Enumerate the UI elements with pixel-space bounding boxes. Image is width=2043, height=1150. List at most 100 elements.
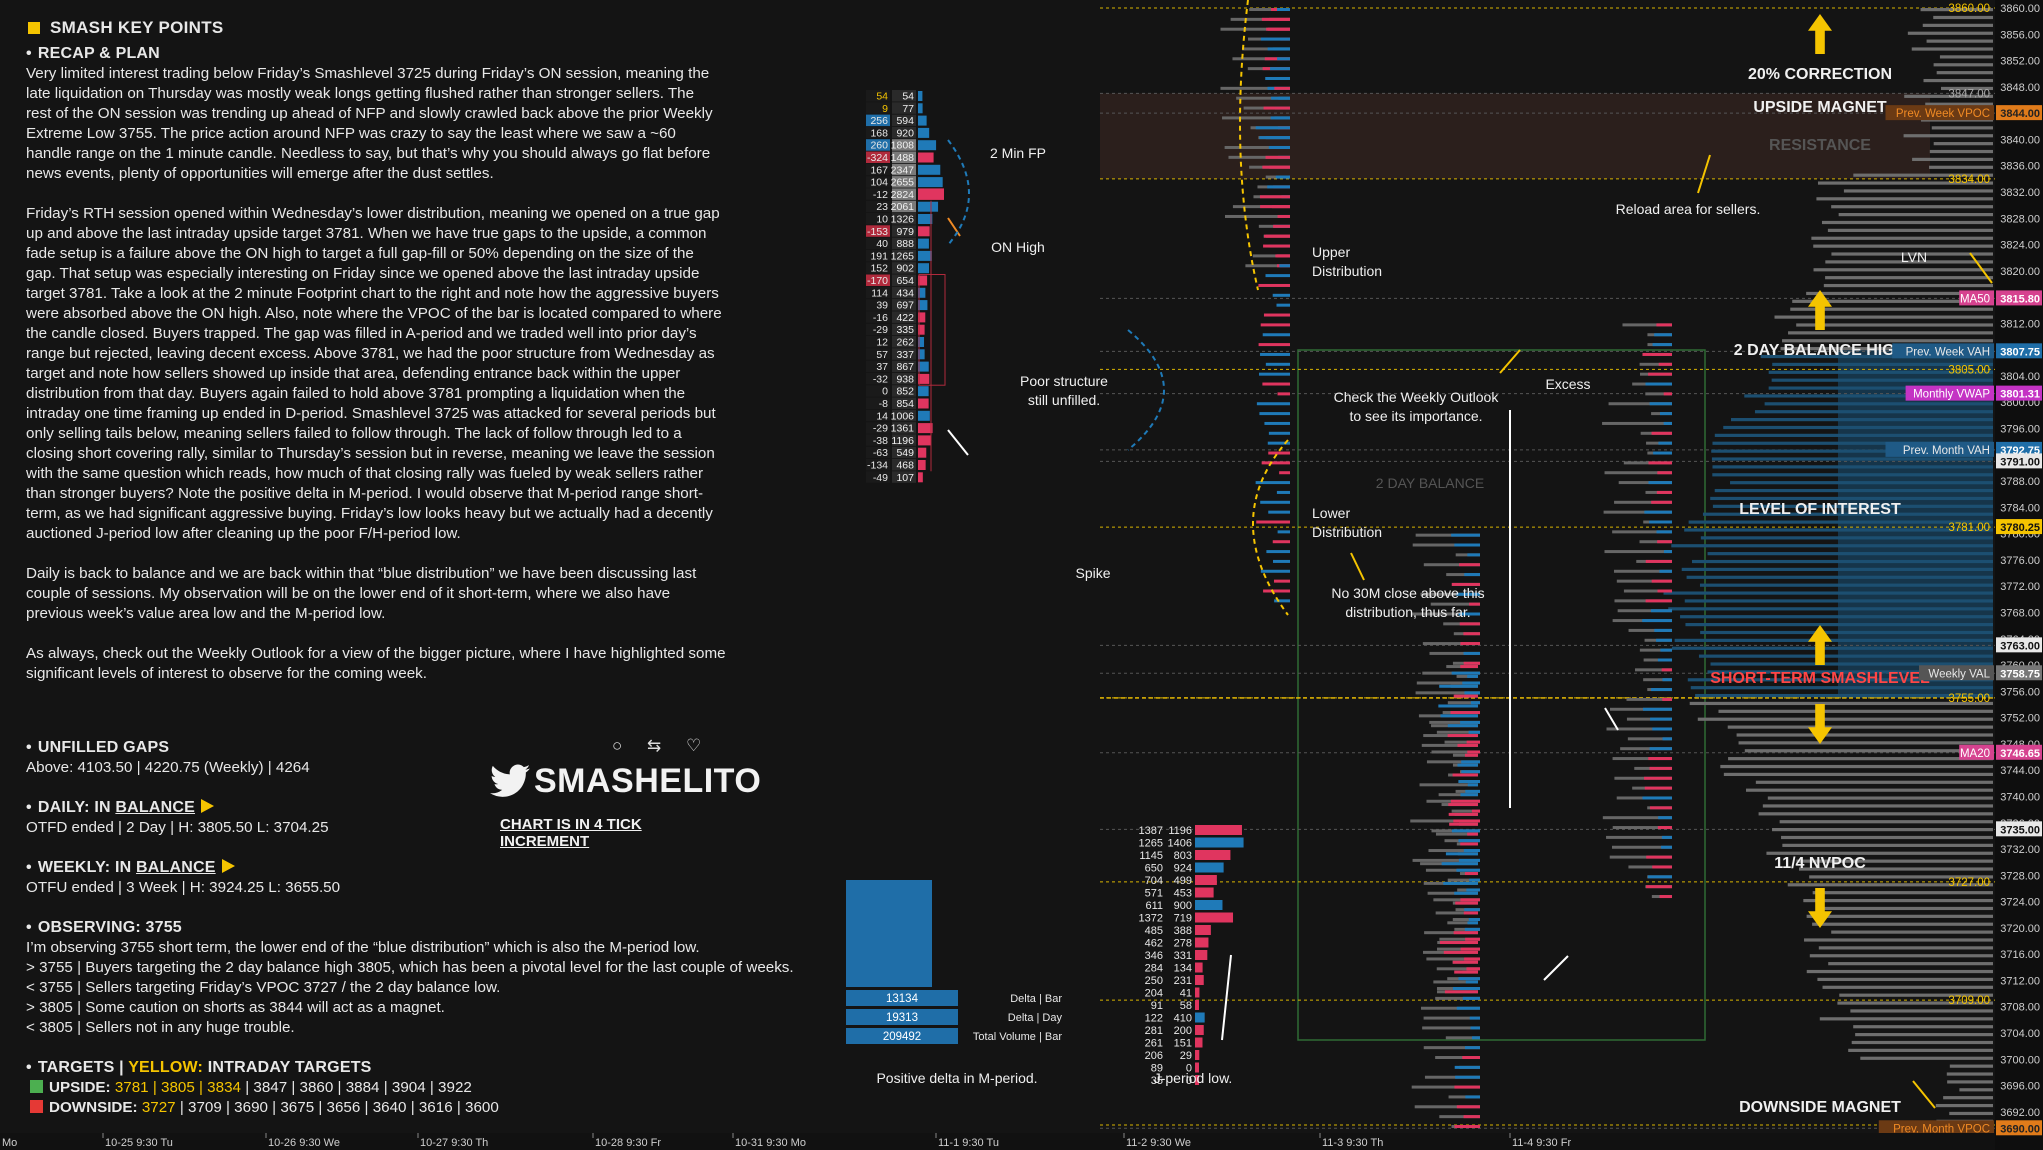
recap-p3: Daily is back to balance and we are back… bbox=[26, 565, 697, 622]
delta-profile-bar bbox=[1467, 553, 1480, 557]
tpo-profile-bar bbox=[1428, 849, 1480, 853]
composite-profile-bar bbox=[1811, 236, 1993, 240]
fp-volume-cell bbox=[892, 434, 916, 446]
delta-profile-bar bbox=[1651, 579, 1672, 583]
composite-profile-bar bbox=[1744, 394, 1993, 398]
fp-delta-cell bbox=[866, 90, 890, 102]
j-period-right-value: 200 bbox=[1174, 1025, 1192, 1037]
fp-volume-cell bbox=[892, 372, 916, 385]
tpo-profile-bar bbox=[1426, 760, 1480, 764]
bullet-icon: • bbox=[26, 859, 32, 876]
delta-profile-bar bbox=[1275, 175, 1290, 179]
fp-volume-cell bbox=[892, 336, 916, 348]
tpo-profile-bar bbox=[1222, 116, 1290, 120]
composite-profile-bar bbox=[1809, 875, 1993, 879]
composite-profile-bar bbox=[1663, 591, 1993, 595]
price-tick-label: 3704.00 bbox=[2000, 1028, 2040, 1040]
delta-profile-bar bbox=[1660, 648, 1672, 652]
delta-profile-bar bbox=[1277, 530, 1290, 534]
delta-profile-bar bbox=[1650, 609, 1672, 613]
delta-profile-bar bbox=[1276, 303, 1290, 307]
delta-profile-bar bbox=[1275, 254, 1290, 258]
tpo-profile-bar bbox=[1249, 8, 1290, 11]
twitter-handle[interactable]: SMASHELITO bbox=[534, 762, 762, 800]
level-label: 3755.00 bbox=[1948, 693, 1990, 705]
composite-profile-bar bbox=[1712, 473, 1993, 477]
targets-heading: TARGETS bbox=[37, 1059, 115, 1076]
fp-absorption-curve bbox=[947, 139, 970, 246]
tpo-profile-bar bbox=[1643, 678, 1672, 682]
time-label: 11-1 9:30 Tu bbox=[938, 1137, 999, 1149]
delta-profile-bar bbox=[1456, 592, 1480, 596]
weekly-text: OTFU ended | 3 Week | H: 3924.25 L: 3655… bbox=[26, 879, 341, 896]
fp-vpoc-cell bbox=[918, 188, 944, 200]
composite-profile-bar bbox=[1831, 205, 1993, 209]
fp-volume-value: 1488 bbox=[891, 152, 915, 164]
price-tick-label: 3720.00 bbox=[2000, 923, 2040, 935]
delta-profile-bar bbox=[1468, 918, 1480, 922]
delta-profile-bar bbox=[1649, 766, 1672, 770]
delta-profile-bar bbox=[1268, 510, 1290, 514]
delta-profile-bar bbox=[1466, 888, 1480, 892]
composite-profile-bar bbox=[1828, 962, 1993, 966]
delta-profile-bar bbox=[1464, 872, 1478, 876]
j-period-left-value: 704 bbox=[1145, 875, 1163, 887]
delta-profile-bar bbox=[1260, 500, 1290, 504]
fp-delta-value: 57 bbox=[876, 349, 888, 361]
fp-volume-cell bbox=[892, 139, 916, 151]
bullet-icon: • bbox=[26, 739, 32, 756]
delta-profile-bar bbox=[1463, 849, 1480, 853]
fp-volume-cell bbox=[892, 446, 916, 459]
delta-profile-bar bbox=[1448, 803, 1478, 807]
daily-state: BALANCE bbox=[115, 799, 196, 816]
j-period-right-value: 388 bbox=[1174, 925, 1192, 937]
tpo-profile-bar bbox=[1617, 609, 1672, 613]
delta-profile-bar bbox=[1467, 783, 1478, 787]
composite-profile-bar bbox=[1690, 686, 1993, 690]
price-value-label: 3780.25 bbox=[2000, 522, 2040, 534]
price-value-box bbox=[1996, 637, 2042, 653]
fp-volume-value: 262 bbox=[896, 337, 914, 349]
composite-profile-bar bbox=[1758, 812, 1993, 816]
composite-profile-bar bbox=[1933, 142, 1993, 146]
fp-delta-cell bbox=[866, 471, 890, 483]
fp-volume-cell bbox=[892, 176, 916, 188]
fp-delta-value: 168 bbox=[870, 127, 888, 139]
delta-profile-bar bbox=[1458, 858, 1480, 862]
delta-profile-bar bbox=[1454, 891, 1478, 895]
delta-profile-bar bbox=[1462, 1056, 1480, 1060]
delta-profile-bar bbox=[1663, 550, 1672, 554]
fp-volume-value: 888 bbox=[896, 238, 914, 250]
delta-profile-bar bbox=[1648, 481, 1672, 485]
fp-profile-bar bbox=[918, 177, 943, 188]
fp-delta-value: 39 bbox=[876, 300, 888, 312]
fp-delta-cell bbox=[866, 114, 890, 127]
composite-profile-bar bbox=[1931, 126, 1993, 130]
j-period-left-value: 1265 bbox=[1139, 838, 1163, 850]
annotation-label: SHORT-TERM SMASHLEVEL bbox=[1710, 670, 1930, 687]
delta-table-label: Delta | Day bbox=[1008, 1012, 1063, 1024]
delta-profile-bar bbox=[1466, 740, 1480, 744]
fp-volume-cell bbox=[892, 262, 916, 274]
fp-volume-cell bbox=[892, 311, 916, 323]
social-icons[interactable]: ○ ⇆ ♡ bbox=[612, 736, 712, 755]
composite-profile-bar bbox=[1781, 835, 1993, 840]
gaps-heading: UNFILLED GAPS bbox=[37, 739, 170, 756]
fp-volume-value: 852 bbox=[896, 386, 914, 398]
delta-profile-bar bbox=[1649, 402, 1672, 406]
fp-volume-value: 902 bbox=[896, 263, 914, 275]
composite-profile-bar bbox=[1838, 213, 1993, 217]
j-period-bar bbox=[1195, 1000, 1199, 1010]
tpo-profile-bar bbox=[1604, 550, 1672, 554]
fp-delta-cell bbox=[866, 459, 890, 471]
composite-profile-bar bbox=[1904, 94, 1993, 98]
j-period-left-value: 281 bbox=[1145, 1025, 1163, 1037]
j-period-right-value: 410 bbox=[1174, 1013, 1192, 1025]
composite-profile-bar bbox=[1855, 1033, 1993, 1037]
fp-delta-value: -134 bbox=[867, 460, 888, 472]
delta-profile-bar bbox=[1463, 661, 1480, 665]
composite-profile-bar bbox=[1695, 693, 1993, 698]
tpo-profile-bar bbox=[1426, 957, 1480, 961]
tpo-profile-bar bbox=[1419, 783, 1478, 787]
delta-profile-bar bbox=[1273, 579, 1290, 583]
